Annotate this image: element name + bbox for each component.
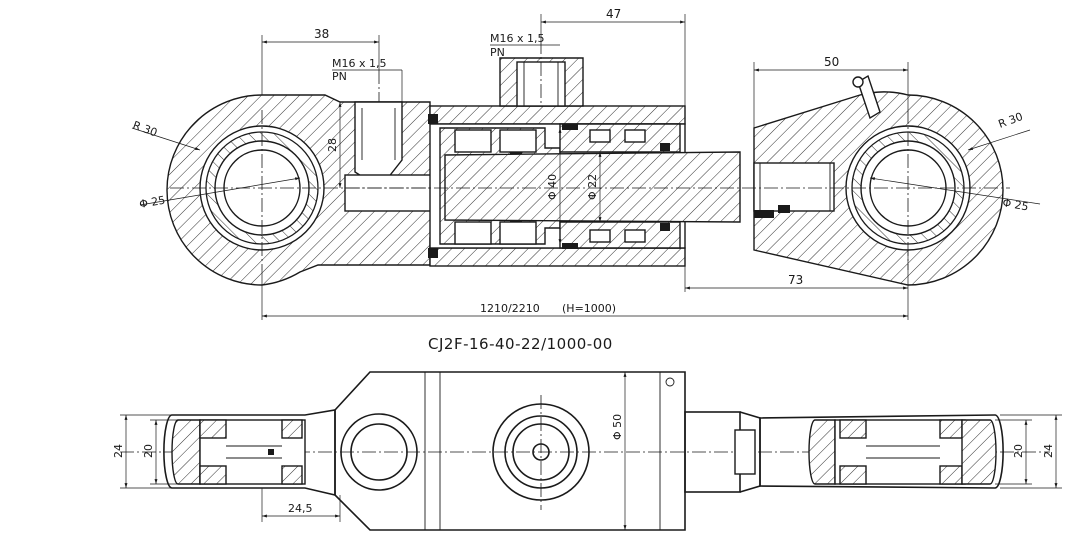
dim-left-24: 24 [112,444,125,458]
dim-stroke: (H=1000) [562,302,616,315]
cylinder-body [334,371,686,531]
dim-38: 38 [314,27,329,41]
dim-dia50: Φ 50 [611,414,624,440]
left-radius: R 30 [131,119,159,140]
side-port-left [340,413,418,491]
right-radius: R 30 [997,110,1025,131]
dim-73: 73 [788,273,803,287]
dim-right-20: 20 [1012,444,1025,458]
dim-left-20: 20 [142,444,155,458]
left-port-hole [354,101,403,189]
side-view: Φ 50 24 20 20 24 [112,371,1062,531]
right-eye-side [759,414,1004,489]
right-diameter: Φ 25 [1001,196,1029,213]
tube-wall-top [429,105,686,125]
left-diameter: Φ 25 [138,194,166,211]
tube-wall-bottom [429,247,686,267]
left-port-pn: PN [332,70,347,83]
dim-47: 47 [606,7,621,21]
part-number-title: CJ2F-16-40-22/1000-00 [428,335,613,353]
top-port-pn: PN [490,46,505,59]
grease-nipple [857,74,881,120]
left-port-thread: M16 x 1,5 [332,57,386,70]
dim-dia22: Φ 22 [586,174,599,200]
dim-24-5: 24,5 [288,502,313,515]
dim-overall: 1210/2210 [480,302,540,315]
dim-right-24: 24 [1042,444,1055,458]
section-view: 38 47 50 73 1210/2210 (H=1000) M16 x 1,5… [131,7,1041,320]
left-channel [344,174,441,212]
dim-dia40: Φ 40 [546,174,559,200]
piston-rod [444,151,741,223]
dim-50: 50 [824,55,839,69]
top-port-thread: M16 x 1,5 [490,32,544,45]
dim-28: 28 [326,138,339,152]
